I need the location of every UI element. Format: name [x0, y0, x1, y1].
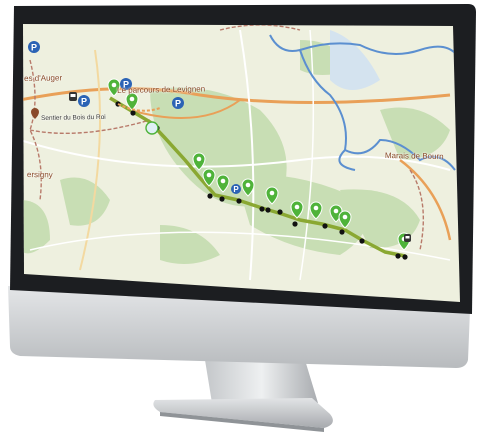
parking-icon: P	[120, 78, 132, 90]
train-icon	[69, 92, 77, 101]
waypoint-marker-icon	[107, 78, 121, 97]
parking-icons[interactable]: P P P P P	[28, 41, 241, 194]
svg-text:P: P	[233, 185, 239, 194]
waypoint-marker-icon	[192, 152, 206, 171]
parking-icon: P	[172, 97, 184, 109]
waypoint-markers[interactable]	[107, 78, 411, 251]
map-view[interactable]	[0, 0, 477, 330]
place-label-auger: es d'Auger	[24, 73, 63, 83]
parking-icon: P	[78, 95, 90, 107]
parking-icon: P	[231, 184, 241, 194]
svg-text:P: P	[81, 97, 87, 107]
waypoint-marker-icon	[265, 186, 279, 205]
svg-text:P: P	[31, 43, 37, 53]
waypoint-marker-icon	[309, 201, 323, 220]
waypoint-marker-icon	[216, 174, 230, 193]
place-label-levignen: Le parcours de Levignen	[117, 84, 206, 95]
place-label-sentier: Sentier du Bois du Roi	[41, 113, 106, 122]
place-label-marais: Marais de Bourn	[384, 151, 444, 162]
train-icon	[404, 234, 411, 242]
waypoint-marker-icon	[125, 92, 139, 111]
parking-icon: P	[28, 41, 40, 53]
location-pin-icon	[31, 108, 39, 119]
waypoint-marker-icon	[290, 200, 304, 219]
svg-text:P: P	[123, 80, 129, 90]
place-label-ersigny: ersigny	[26, 170, 53, 180]
svg-text:P: P	[175, 99, 181, 109]
monitor-base	[153, 398, 333, 428]
monitor-stand	[205, 360, 318, 403]
waypoint-marker-icon	[145, 121, 159, 135]
waypoint-marker-icon	[338, 210, 352, 229]
waypoint-marker-icon	[241, 178, 255, 197]
waypoint-marker-icon	[202, 168, 216, 187]
